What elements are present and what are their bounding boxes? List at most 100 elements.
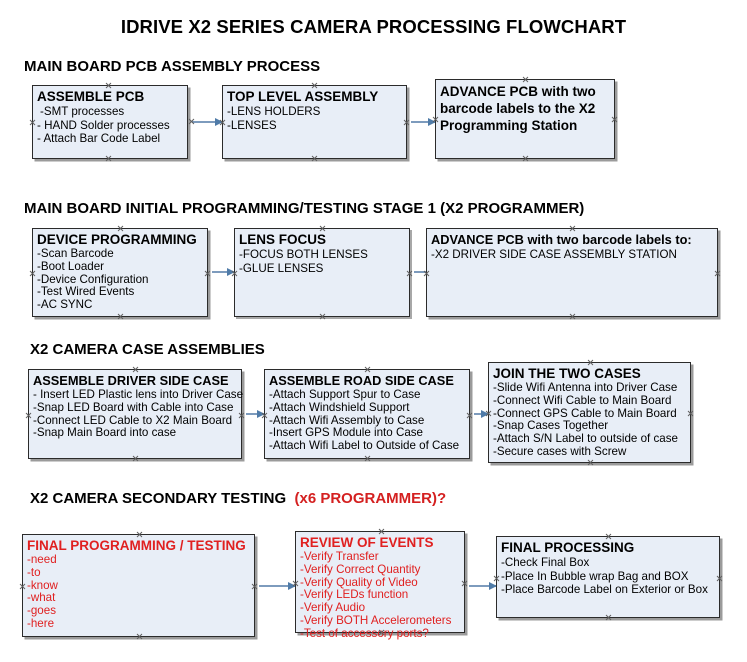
node-line: -FOCUS BOTH LENSES	[239, 248, 368, 261]
connection-handle-bottom[interactable]	[364, 455, 371, 462]
connection-handle-bottom[interactable]	[136, 633, 143, 640]
connection-handle-right[interactable]	[714, 270, 721, 277]
node-line: -Attach Wifi Assembly to Case	[269, 413, 425, 427]
node-assemble-driver-side-case[interactable]: ASSEMBLE DRIVER SIDE CASE - Insert LED P…	[25, 366, 245, 462]
section-heading-x2-camera-secondary-testing: X2 CAMERA SECONDARY TESTING (x6 PROGRAMM…	[30, 490, 446, 507]
node-line: -Attach Windshield Support	[269, 400, 410, 414]
connection-handle-top[interactable]	[522, 76, 529, 83]
connection-handle-left[interactable]	[25, 412, 32, 419]
node-line: -what	[27, 591, 56, 605]
connection-handle-right[interactable]	[687, 410, 694, 417]
node-line: -Verify Audio	[300, 601, 366, 615]
node-title: FINAL PROCESSING	[501, 540, 635, 555]
node-line: -X2 DRIVER SIDE CASE ASSEMBLY STATION	[431, 248, 677, 261]
connection-handle-left[interactable]	[29, 270, 36, 277]
node-line: -Test Wired Events	[37, 285, 135, 299]
connection-handle-right[interactable]	[238, 412, 245, 419]
connection-handle-bottom[interactable]	[311, 155, 318, 162]
node-line: -Attach Wifi Label to Outside of Case	[269, 439, 460, 453]
section-heading-x2-camera-case-assemblies: X2 CAMERA CASE ASSEMBLIES	[30, 341, 265, 358]
node-line: -LENSES	[227, 118, 277, 132]
node-advance-pcb-to-x2-programming-station[interactable]: ADVANCE PCB with two barcode labels to t…	[435, 79, 615, 159]
connection-handle-right[interactable]	[251, 583, 258, 590]
node-advance-pcb-to-driver-side-case-assembly[interactable]: ADVANCE PCB with two barcode labels to: …	[426, 228, 718, 317]
connection-handle-top[interactable]	[319, 225, 326, 232]
connection-handle-bottom[interactable]	[132, 455, 139, 462]
node-final-programming-testing[interactable]: FINAL PROGRAMMING / TESTING -need -to -k…	[22, 534, 255, 637]
node-device-programming[interactable]: DEVICE PROGRAMMING -Scan Barcode -Boot L…	[32, 228, 208, 317]
node-line: -SMT processes	[40, 105, 125, 118]
node-title: JOIN THE TWO CASES	[493, 366, 641, 381]
node-title: TOP LEVEL ASSEMBLY	[227, 89, 379, 104]
connection-handle-top[interactable]	[132, 366, 139, 373]
connection-handle-right[interactable]	[461, 580, 468, 587]
connection-handle-bottom[interactable]	[522, 155, 529, 162]
connection-handle-right[interactable]	[406, 270, 413, 277]
node-line: -Connect GPS Cable to Main Board	[493, 406, 677, 420]
arrow-review-of-events-to-final-processing	[469, 581, 497, 590]
section-heading-main-board-pcb-assembly: MAIN BOARD PCB ASSEMBLY PROCESS	[24, 58, 320, 75]
arrow-road-side-to-join-cases	[474, 409, 489, 418]
connection-handle-top[interactable]	[311, 82, 318, 89]
arrow-device-programming-to-lens-focus	[212, 267, 235, 276]
node-line: -AC SYNC	[37, 298, 93, 312]
node-review-of-events[interactable]: REVIEW OF EVENTS -Verify Transfer -Verif…	[295, 528, 468, 640]
connection-handle-right[interactable]	[204, 270, 211, 277]
node-final-processing[interactable]: FINAL PROCESSING -Check Final Box -Place…	[496, 536, 720, 618]
node-line: -LENS HOLDERS	[227, 105, 321, 118]
node-line: -Device Configuration	[37, 272, 149, 286]
arrow-top-level-assembly-to-advance-pcb	[411, 117, 436, 126]
connection-handle-top[interactable]	[117, 225, 124, 232]
node-top-level-assembly[interactable]: TOP LEVEL ASSEMBLY -LENS HOLDERS -LENSES	[222, 85, 407, 159]
node-line: -Boot Loader	[37, 259, 105, 273]
node-line: -Connect Wifi Cable to Main Board	[493, 393, 672, 407]
node-title: ADVANCE PCB with two barcode labels to t…	[440, 84, 596, 133]
arrow-final-programming-to-review-of-events	[259, 581, 296, 590]
connection-handle-top[interactable]	[569, 225, 576, 232]
node-line: -Connect LED Cable to X2 Main Board	[33, 413, 233, 427]
connection-handle-right[interactable]	[611, 116, 618, 123]
connection-handle-left[interactable]	[29, 119, 36, 126]
connection-handle-top[interactable]	[605, 533, 612, 540]
connection-handle-top[interactable]	[105, 82, 112, 89]
node-line: -know	[27, 578, 58, 592]
connection-handle-top[interactable]	[587, 359, 594, 366]
node-lens-focus[interactable]: LENS FOCUS -FOCUS BOTH LENSES -GLUE LENS…	[234, 228, 410, 317]
node-line: - Insert LED Plastic lens into Driver Ca…	[33, 388, 244, 401]
section-heading-text: MAIN BOARD PCB ASSEMBLY PROCESS	[24, 58, 321, 75]
node-assemble-pcb[interactable]: ASSEMBLE PCB -SMT processes - HAND Solde…	[32, 85, 188, 159]
connection-handle-top[interactable]	[364, 366, 371, 373]
node-line: -Verify LEDs function	[300, 588, 409, 602]
connection-handle-bottom[interactable]	[105, 155, 112, 162]
section-heading-text: MAIN BOARD INITIAL PROGRAMMING/TESTING S…	[24, 200, 585, 217]
node-title: REVIEW OF EVENTS	[300, 535, 434, 550]
node-title: ASSEMBLE PCB	[37, 89, 145, 104]
node-title: ASSEMBLE ROAD SIDE CASE	[269, 373, 454, 388]
section-heading-text: X2 CAMERA SECONDARY TESTING	[30, 490, 287, 507]
connection-handle-top[interactable]	[136, 531, 143, 538]
node-line: -Scan Barcode	[37, 247, 114, 260]
connection-handle-bottom[interactable]	[117, 313, 124, 320]
connection-handle-left[interactable]	[19, 583, 26, 590]
node-line: -Snap Main Board into case	[33, 426, 177, 440]
section-heading-main-board-initial-programming: MAIN BOARD INITIAL PROGRAMMING/TESTING S…	[24, 200, 584, 217]
connection-handle-bottom[interactable]	[319, 313, 326, 320]
connection-handle-bottom[interactable]	[605, 614, 612, 621]
node-line: -here	[27, 616, 55, 630]
connection-handle-right[interactable]	[716, 575, 723, 582]
node-line: -Slide Wifi Antenna into Driver Case	[493, 381, 678, 394]
connection-handle-right[interactable]	[403, 119, 410, 126]
connection-handle-bottom[interactable]	[569, 313, 576, 320]
node-line: -Verify BOTH Accelerometers	[300, 613, 452, 627]
node-line: -Attach Support Spur to Case	[269, 388, 421, 401]
node-assemble-road-side-case[interactable]: ASSEMBLE ROAD SIDE CASE -Attach Support …	[264, 369, 470, 459]
page-title: IDRIVE X2 SERIES CAMERA PROCESSING FLOWC…	[120, 16, 627, 37]
node-line: -Place Barcode Label on Exterior or Box	[501, 583, 708, 597]
node-join-the-two-cases[interactable]: JOIN THE TWO CASES -Slide Wifi Antenna i…	[488, 362, 691, 463]
node-line: -Verify Transfer	[300, 550, 379, 563]
node-line: -Secure cases with Screw	[493, 444, 627, 458]
connection-handle-right[interactable]	[466, 412, 473, 419]
connection-handle-top[interactable]	[378, 528, 385, 535]
connection-handle-bottom[interactable]	[587, 459, 594, 466]
